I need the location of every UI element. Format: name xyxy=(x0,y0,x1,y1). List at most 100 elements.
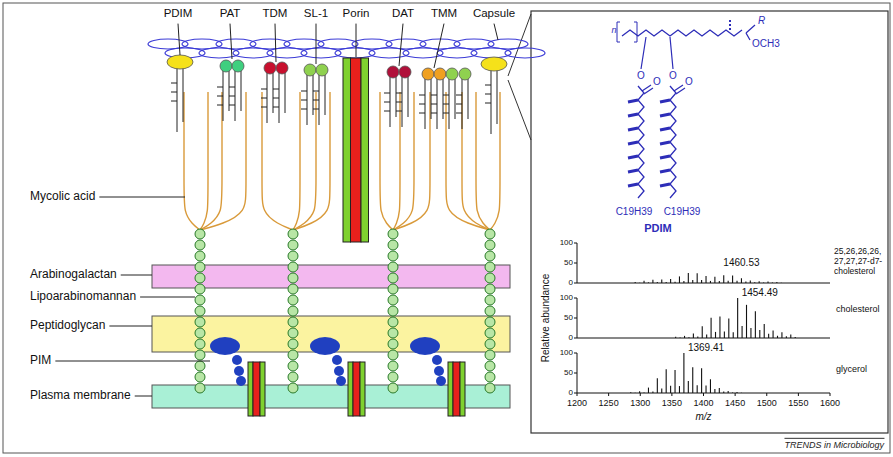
lipid-tail xyxy=(456,104,462,105)
zoom-line xyxy=(508,80,531,140)
spectrum-peak xyxy=(670,386,671,393)
lipid-tail xyxy=(456,95,462,96)
subscript-label: n xyxy=(611,25,616,35)
inset-panel xyxy=(531,11,888,433)
lipid-tail xyxy=(443,104,449,105)
spectrum-peak xyxy=(639,282,640,283)
spectrum-peak xyxy=(661,279,662,283)
spectrum-peak xyxy=(755,311,756,338)
pim-molecules xyxy=(210,337,446,386)
axis-tick-label: 1600 xyxy=(820,398,840,408)
mycolic-acid-chain xyxy=(462,92,490,230)
lipid-tail xyxy=(217,105,223,106)
spectrum-peak xyxy=(666,369,667,393)
axis-line xyxy=(577,298,830,338)
pim-anchor xyxy=(234,366,244,376)
methyl-branch xyxy=(628,142,638,144)
group-label: OCH3 xyxy=(752,38,780,50)
spectrum-peak xyxy=(750,328,751,338)
porin-wall xyxy=(361,58,369,242)
methyl-branch xyxy=(729,20,731,30)
lipid-tail xyxy=(431,95,437,96)
mycolic-acid-chain xyxy=(476,92,490,230)
carbon-chain xyxy=(622,30,742,36)
arabinan-bead xyxy=(288,328,298,338)
methyl-branch xyxy=(660,156,670,158)
porins xyxy=(248,58,465,416)
peak-label: 1454.49 xyxy=(742,287,778,299)
leader-line xyxy=(109,326,152,327)
axis-tick-label: 1550 xyxy=(788,398,808,408)
spectrum-peak xyxy=(767,281,768,283)
porin-wall xyxy=(448,362,453,416)
lipid-tail xyxy=(396,111,402,112)
arabinan-bead xyxy=(388,251,398,261)
repeat-bracket xyxy=(617,22,637,42)
spectrum-peak xyxy=(723,392,724,393)
spectrum-peak xyxy=(692,367,693,393)
methyl-branch xyxy=(628,184,638,186)
molecule-label: TMM xyxy=(431,7,457,20)
lipid-tail xyxy=(273,107,279,108)
pim-anchor xyxy=(334,366,344,376)
axis-tick-label: 1350 xyxy=(662,398,682,408)
arabinan-bead xyxy=(485,339,495,349)
spectrum-peak xyxy=(684,336,685,338)
axis-tick xyxy=(574,243,577,244)
spectrum-peak xyxy=(688,337,689,339)
porin-channel xyxy=(253,362,260,416)
molecule-label: Capsule xyxy=(473,7,515,20)
arabinan-bead xyxy=(388,372,398,382)
spectrum-peak xyxy=(683,281,684,283)
arabinan-bead xyxy=(288,284,298,294)
arabinan-bead xyxy=(195,306,205,316)
axis-title: m/z xyxy=(695,411,711,423)
axis-tick-label: 1200 xyxy=(567,398,587,408)
spectrum-peak xyxy=(728,318,729,338)
lipid-tail xyxy=(229,87,235,88)
lipid-tail xyxy=(485,85,491,86)
lipid-head xyxy=(459,68,471,80)
spectrum-peak xyxy=(750,281,751,283)
spectrum-peak xyxy=(723,275,724,283)
spectrum-peak xyxy=(781,282,782,283)
leader-line xyxy=(275,24,276,62)
lipid-tail xyxy=(301,109,307,110)
group-label: R xyxy=(758,15,765,27)
porin-wall xyxy=(248,362,253,416)
arabinan-bead xyxy=(485,295,495,305)
structure-title: PDIM xyxy=(644,222,672,235)
spectrum-peak xyxy=(693,333,694,338)
spectrum-peak xyxy=(714,389,715,393)
arabinan-bead xyxy=(288,251,298,261)
spectrum-peak xyxy=(670,279,671,283)
methyl-branch xyxy=(628,156,638,158)
peak-label: 1460.53 xyxy=(723,257,759,269)
leader-line xyxy=(494,24,498,40)
spectrum-peak xyxy=(781,332,782,338)
molecule-label: Porin xyxy=(343,7,370,20)
spectrum-peak xyxy=(759,281,760,283)
spectrum-peak xyxy=(763,282,764,284)
spectrum-peak xyxy=(697,337,698,338)
spectrum-peak xyxy=(746,305,747,338)
arabinan-bead xyxy=(388,383,398,393)
atom-label: O xyxy=(637,70,645,82)
spectrum-peak xyxy=(666,282,667,283)
spectrum-peak xyxy=(705,276,706,283)
arabinan-bead xyxy=(195,240,205,250)
source-credit: TRENDS in Microbiology xyxy=(784,438,884,450)
axis-tick-label: 1300 xyxy=(630,398,650,408)
spectrum-peak xyxy=(697,385,698,393)
figure-frame xyxy=(3,3,890,453)
spectrum-peak xyxy=(719,316,720,338)
atom-label: O xyxy=(653,76,661,88)
arabinan-bead xyxy=(485,306,495,316)
spectrum-peak xyxy=(648,282,649,284)
arabinan-bead xyxy=(288,295,298,305)
leader-lines xyxy=(55,24,498,396)
lipid-tail xyxy=(408,77,409,117)
axis-tick xyxy=(608,393,609,396)
axis-tick-label: 0 xyxy=(569,388,573,397)
atom-label: O xyxy=(685,76,693,88)
